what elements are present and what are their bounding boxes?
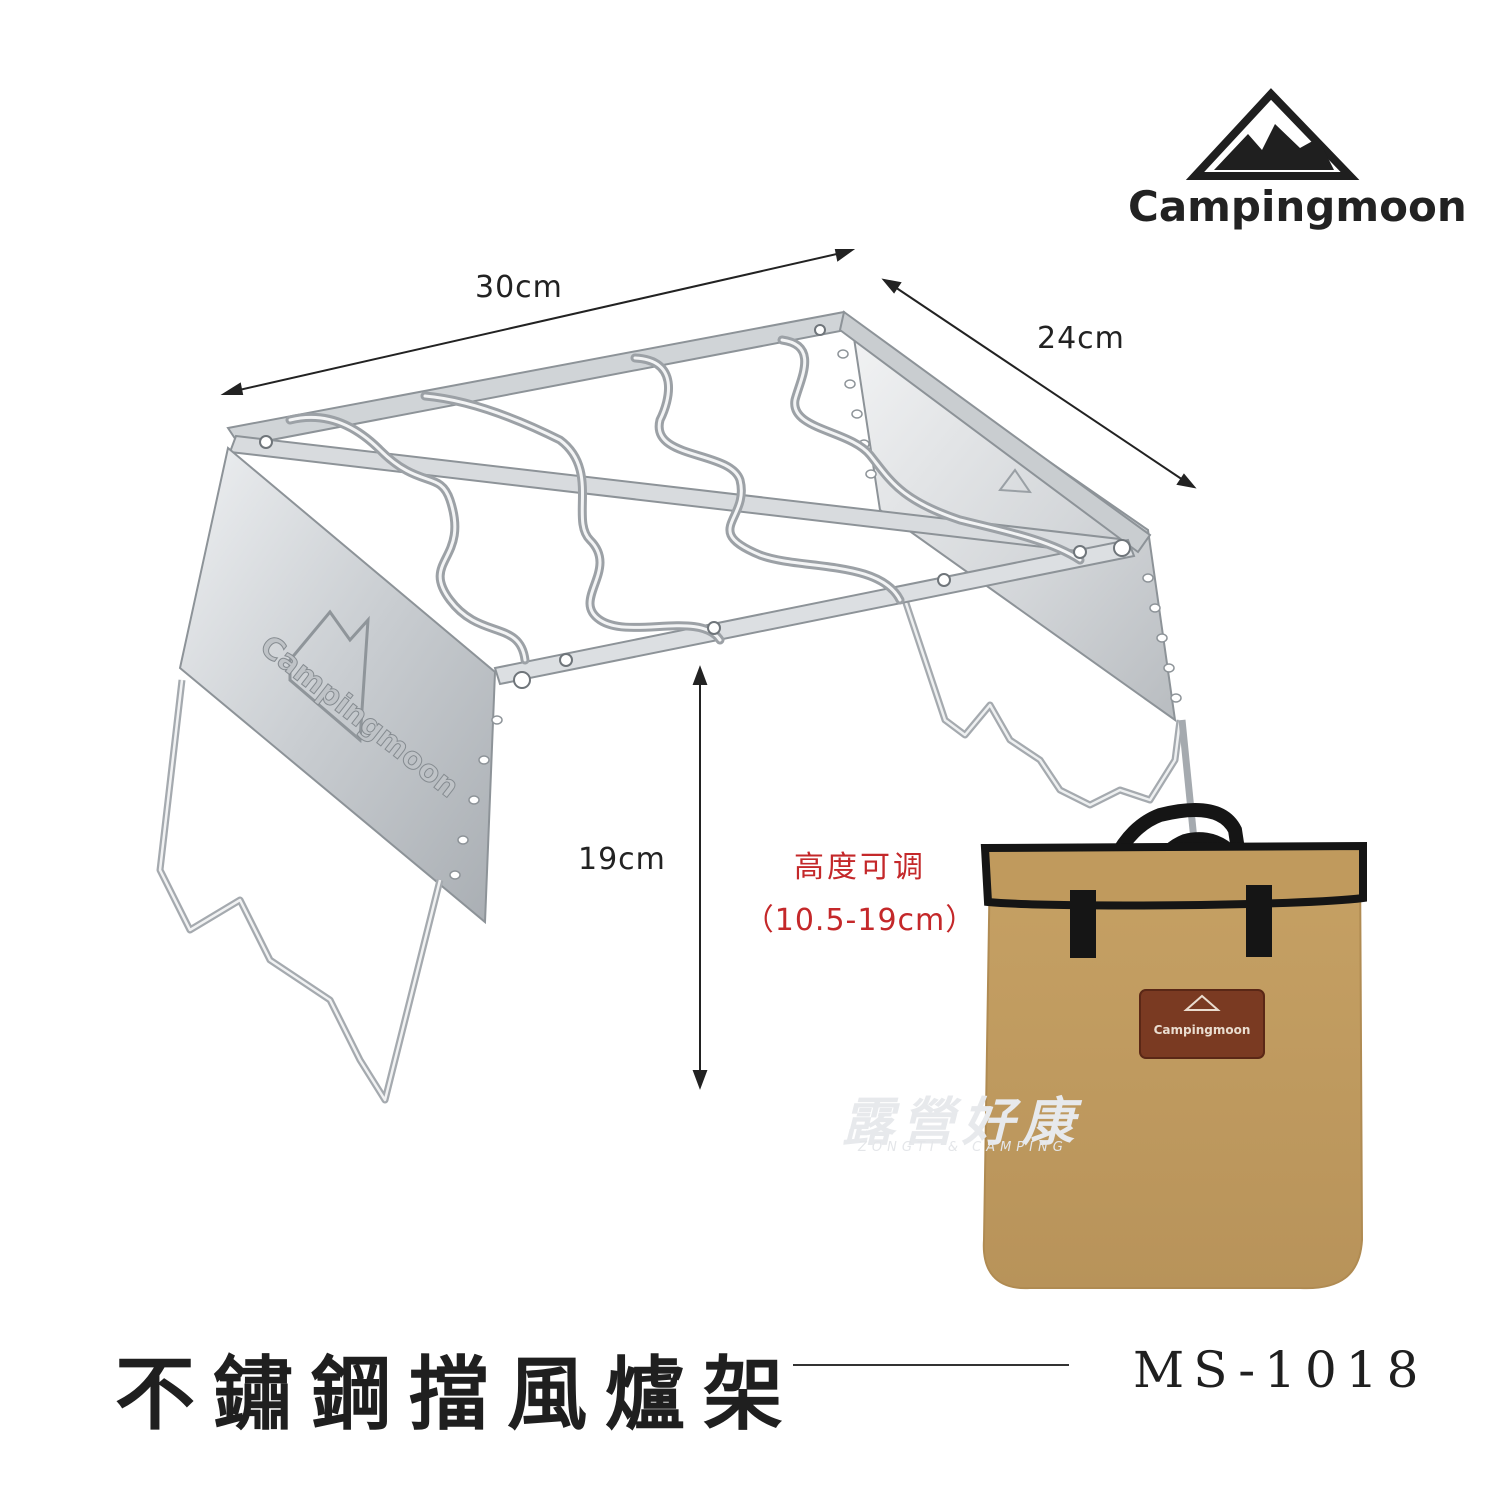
- width-dimension-arrow: [220, 249, 856, 395]
- stove-stand: Campingmoon: [156, 310, 1199, 1104]
- watermark-subtext: ZONGTI & CAMPING: [858, 1140, 1068, 1155]
- height-dimension-label: 19cm: [578, 842, 666, 877]
- storage-bag: [980, 803, 1367, 1290]
- height-range-label: （10.5-19cm）: [743, 903, 977, 938]
- product-title: 不鏽鋼擋風爐架: [115, 1347, 801, 1441]
- left-wind-panel: [178, 446, 497, 925]
- title-divider: [793, 1364, 1069, 1366]
- model-number: MS-1018: [1133, 1341, 1428, 1399]
- depth-dimension-arrow: [881, 278, 1197, 489]
- depth-dimension-label: 24cm: [1037, 321, 1125, 356]
- height-dimension-arrow: [692, 665, 708, 1090]
- watermark-text: 露營好康: [842, 1093, 1083, 1153]
- height-adjustable-label: 高度可调: [794, 850, 926, 885]
- top-frame: [226, 310, 858, 448]
- bag-patch-text: Campingmoon: [1153, 1023, 1251, 1037]
- bag-patch: [1139, 989, 1265, 1059]
- mountain-logo-icon: [1185, 88, 1360, 180]
- width-dimension-label: 30cm: [475, 270, 563, 305]
- brand-name: Campingmoon: [1128, 182, 1467, 231]
